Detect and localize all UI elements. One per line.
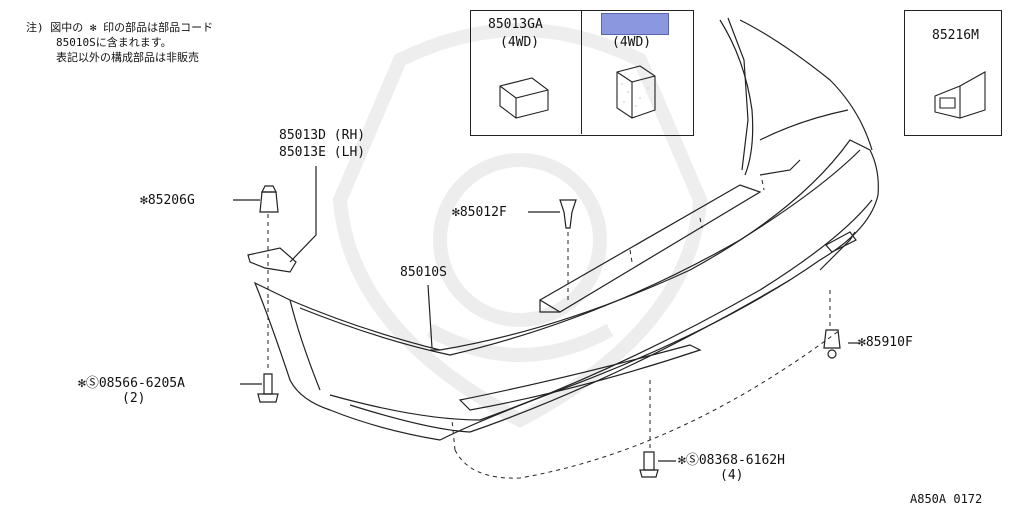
part-85910F-code[interactable]: ✻85910F — [858, 335, 913, 350]
part-85013D-code[interactable]: 85013D (RH) — [279, 128, 366, 143]
part-08368-qty: (4) — [720, 468, 744, 483]
part-85216M-code[interactable]: 85216M — [932, 28, 979, 43]
footnote: 注) 図中の ✻ 印の部品は部品コード 85010Sに含まれます。 表記以外の構… — [26, 20, 213, 65]
part-08368-code[interactable]: ✻Ⓢ08368-6162H — [678, 453, 785, 468]
note-line-1: 注) 図中の ✻ 印の部品は部品コード — [26, 21, 214, 34]
part-85013GA-code[interactable]: 85013GA — [488, 17, 543, 32]
inset-box-foam — [470, 10, 694, 136]
watermark — [332, 23, 708, 428]
part-85012F-code[interactable]: ✻85012F — [452, 205, 507, 220]
part-85010S-code[interactable]: 85010S — [400, 265, 447, 280]
part-85206G-code[interactable]: ✻85206G — [140, 193, 195, 208]
reinforcement — [538, 184, 762, 313]
inset-divider — [581, 10, 582, 134]
note-line-3: 表記以外の構成部品は非販売 — [56, 51, 199, 64]
inset-box-85216M — [904, 10, 1002, 136]
figure-id: A850A 0172 — [910, 492, 983, 506]
note-line-2: 85010Sに含まれます。 — [56, 36, 172, 49]
part-85013E-code[interactable]: 85013E (LH) — [279, 145, 366, 160]
highlight-marker — [601, 13, 669, 35]
bracket-85013D — [247, 247, 297, 273]
part-85013G-qualifier: (4WD) — [612, 35, 652, 50]
part-08566-qty: (2) — [122, 391, 146, 406]
part-08566-code[interactable]: ✻Ⓢ08566-6205A — [78, 376, 185, 391]
part-85013GA-qualifier: (4WD) — [500, 35, 540, 50]
